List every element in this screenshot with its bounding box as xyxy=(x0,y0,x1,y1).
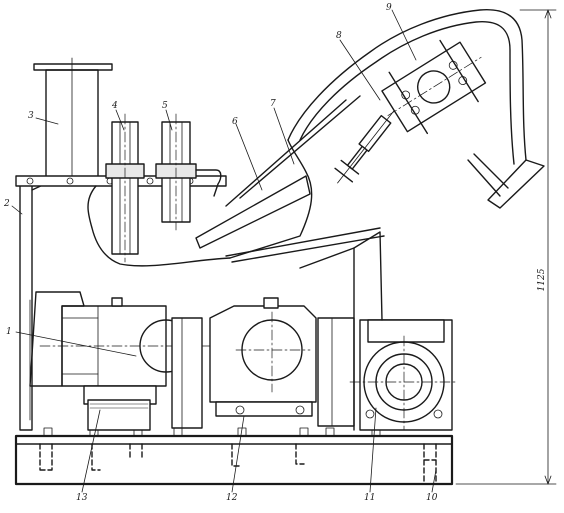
gearbox xyxy=(209,297,317,417)
height-dimension-label: 1125 xyxy=(537,268,547,291)
callout-leaders xyxy=(11,9,437,493)
callout-9: 9 xyxy=(386,3,392,13)
callout-11: 11 xyxy=(364,493,375,503)
clamp-head-9 xyxy=(381,39,487,135)
height-dimension: 1125 xyxy=(455,9,557,485)
callout-5: 5 xyxy=(162,101,168,111)
callout-12: 12 xyxy=(226,493,238,503)
electric-motor xyxy=(29,291,211,431)
callout-7: 7 xyxy=(270,99,276,109)
callout-1: 1 xyxy=(6,327,12,337)
callout-2: 2 xyxy=(3,199,10,209)
output-coupling xyxy=(317,317,355,427)
callout-4: 4 xyxy=(111,101,118,111)
callout-10: 10 xyxy=(426,493,438,503)
housing-wall xyxy=(87,9,545,267)
callout-8: 8 xyxy=(336,31,342,41)
bearing-housing xyxy=(349,319,459,431)
screw-assembly-8 xyxy=(334,110,395,184)
pipe-assembly-5 xyxy=(155,113,197,231)
base-frame xyxy=(14,427,454,486)
callout-13: 13 xyxy=(76,493,88,503)
callout-3: 3 xyxy=(28,111,34,121)
callout-labels: 1 2 3 4 5 6 7 8 9 10 11 12 13 xyxy=(3,3,438,503)
frame-uprights xyxy=(299,231,383,431)
callout-6: 6 xyxy=(232,117,238,127)
pipe-assembly-4 xyxy=(105,113,145,263)
coupling xyxy=(171,317,203,429)
